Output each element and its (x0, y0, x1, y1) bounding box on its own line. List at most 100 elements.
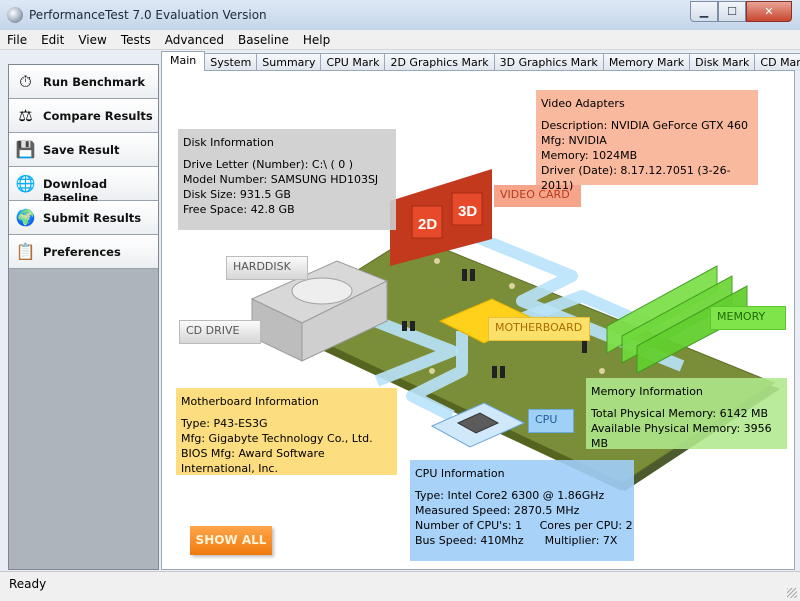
card-3d-label: 3D (458, 203, 477, 220)
memory-info-heading: Memory Information (591, 385, 703, 398)
disk-info-heading: Disk Information (183, 136, 274, 149)
disk-info-line: Drive Letter (Number): C:\ ( 0 ) (183, 158, 354, 171)
sidebar-item-label: Preferences (43, 245, 121, 259)
status-bar: Ready (0, 571, 800, 601)
menu-file[interactable]: File (7, 33, 28, 47)
sidebar-item-label: Compare Results (43, 109, 153, 123)
cpu-info-line: Type: Intel Core2 6300 @ 1.86GHz (415, 489, 605, 502)
menu-advanced[interactable]: Advanced (164, 33, 224, 47)
chip (492, 366, 497, 378)
memory-info-line: Available Physical Memory: 3956 MB (591, 422, 772, 450)
motherboard-info-line: BIOS Mfg: Award Software International, … (181, 447, 325, 475)
stopwatch-icon: ⏱ (19, 72, 32, 91)
capacitor (429, 368, 435, 374)
disk-info-box: Disk Information Drive Letter (Number): … (178, 129, 396, 230)
menu-edit[interactable]: Edit (41, 33, 65, 47)
memory-label[interactable]: MEMORY (710, 306, 786, 330)
cd-drive-label[interactable]: CD DRIVE (179, 320, 261, 344)
sidebar-item-label: Submit Results (43, 211, 142, 225)
globe-upload-icon: 🌍 (15, 208, 36, 227)
maximize-button[interactable]: ☐ (718, 1, 746, 22)
tab-main[interactable]: Main (161, 51, 206, 71)
minimize-button[interactable]: ▁ (690, 1, 718, 22)
globe-download-icon: 🌐 (15, 174, 36, 193)
video-info-line: Driver (Date): 8.17.12.7051 (3-26-2011) (541, 164, 731, 192)
cpu-info-line: Number of CPU's: 1 Cores per CPU: 2 (415, 519, 633, 532)
harddisk-label[interactable]: HARDDISK (226, 256, 308, 280)
tab-strip: Main System Summary CPU Mark 2D Graphics… (161, 51, 800, 71)
card-2d-label: 2D (418, 216, 437, 233)
sidebar-item-label: Save Result (43, 143, 120, 157)
main-panel: 2D 3D HARDDISK CD DRIVE VIDEO CARD MOTHE… (161, 70, 795, 570)
menu-bar: File Edit View Tests Advanced Baseline H… (0, 30, 800, 50)
disk-info-line: Model Number: SAMSUNG HD103SJ (183, 173, 379, 186)
sidebar-item-download-baseline[interactable]: 🌐 Download Baseline (9, 167, 158, 205)
video-info-heading: Video Adapters (541, 97, 625, 110)
sidebar-item-preferences[interactable]: 📋 Preferences (9, 235, 158, 269)
chip (462, 269, 467, 281)
sidebar-item-label: Run Benchmark (43, 75, 146, 89)
platter (291, 277, 353, 305)
close-button[interactable]: ✕ (746, 1, 792, 22)
title-bar: PerformanceTest 7.0 Evaluation Version ▁… (0, 0, 800, 31)
sidebar-item-run-benchmark[interactable]: ⏱ Run Benchmark (9, 65, 158, 99)
status-text: Ready (9, 577, 47, 591)
tab-cd-mark[interactable]: CD Mark (754, 53, 800, 71)
sidebar-item-compare-results[interactable]: ⚖ Compare Results (9, 99, 158, 133)
motherboard-info-line: Type: P43-ES3G (181, 417, 268, 430)
maximize-icon: ☐ (727, 5, 737, 18)
video-info-line: Memory: 1024MB (541, 149, 638, 162)
bus-cpu (406, 331, 468, 422)
tab-summary[interactable]: Summary (256, 53, 322, 71)
bus-disk (359, 310, 458, 387)
motherboard-info-heading: Motherboard Information (181, 395, 319, 408)
bus-video (459, 225, 685, 372)
capacitor (434, 258, 440, 264)
menu-baseline[interactable]: Baseline (238, 33, 289, 47)
cpu-label[interactable]: CPU (528, 409, 574, 433)
motherboard-label[interactable]: MOTHERBOARD (488, 317, 590, 341)
video-info-line: Description: NVIDIA GeForce GTX 460 (541, 119, 749, 132)
menu-view[interactable]: View (78, 33, 107, 47)
cpu-info-line: Measured Speed: 2870.5 MHz (415, 504, 580, 517)
cpu-info-line: Bus Speed: 410Mhz Multiplier: 7X (415, 534, 618, 547)
cpu-chip (456, 412, 500, 434)
board-edge (277, 321, 622, 491)
minimize-icon: ▁ (699, 5, 709, 18)
capacitor (509, 283, 515, 289)
video-info-line: Mfg: NVIDIA (541, 134, 607, 147)
tab-system[interactable]: System (204, 53, 258, 71)
card-2d (411, 205, 443, 239)
menu-help[interactable]: Help (302, 33, 331, 47)
memory-info-line: Total Physical Memory: 6142 MB (591, 407, 769, 420)
card-3d (451, 192, 483, 226)
chip (410, 321, 415, 331)
caption-buttons: ▁ ☐ ✕ (690, 1, 792, 22)
scales-icon: ⚖ (18, 106, 33, 125)
tab-3d-graphics-mark[interactable]: 3D Graphics Mark (493, 53, 604, 71)
tab-disk-mark[interactable]: Disk Mark (689, 53, 756, 71)
motherboard-info-box: Motherboard Information Type: P43-ES3G M… (176, 388, 397, 475)
memory-info-box: Memory Information Total Physical Memory… (586, 378, 787, 450)
close-icon: ✕ (764, 5, 774, 18)
window-title: PerformanceTest 7.0 Evaluation Version (29, 8, 267, 22)
chip (582, 341, 587, 353)
show-all-button[interactable]: SHOW ALL (190, 526, 272, 555)
chip (402, 321, 407, 331)
tab-memory-mark[interactable]: Memory Mark (602, 53, 691, 71)
tab-2d-graphics-mark[interactable]: 2D Graphics Mark (384, 53, 495, 71)
menu-tests[interactable]: Tests (120, 33, 151, 47)
app-icon (7, 7, 23, 23)
harddisk-front (301, 280, 388, 362)
clipboard-icon: 📋 (15, 242, 36, 261)
sidebar-item-submit-results[interactable]: 🌍 Submit Results (9, 201, 158, 235)
resize-grip-icon[interactable] (787, 588, 797, 598)
video-card-label[interactable]: VIDEO CARD (494, 185, 581, 207)
disk-info-line: Disk Size: 931.5 GB (183, 188, 291, 201)
motherboard-info-line: Mfg: Gigabyte Technology Co., Ltd. (181, 432, 373, 445)
video-info-box: Video Adapters Description: NVIDIA GeFor… (536, 90, 758, 192)
disk-info-line: Free Space: 42.8 GB (183, 203, 295, 216)
tab-cpu-mark[interactable]: CPU Mark (320, 53, 386, 71)
sidebar-item-save-result[interactable]: 💾 Save Result (9, 133, 158, 167)
